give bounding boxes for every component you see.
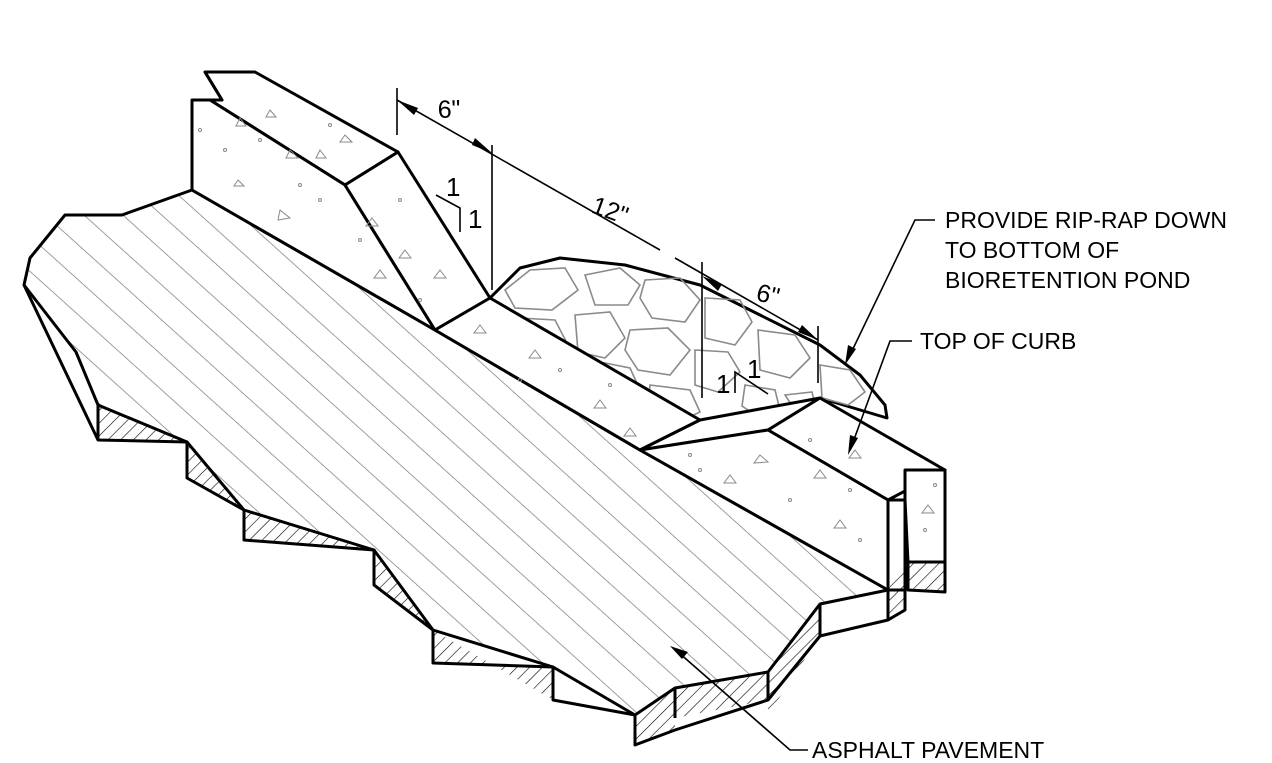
dim-arrow-right-a	[702, 276, 722, 291]
dim-arrow-right-b	[798, 325, 818, 340]
left-curb-aggregate	[198, 109, 447, 302]
asphalt-pavement-label: ASPHALT PAVEMENT	[812, 737, 1044, 763]
right-curb-end-hatch	[906, 560, 947, 594]
asphalt-bottom-edge	[22, 284, 907, 747]
right-curb-aggregate	[688, 438, 937, 542]
slope-right-run: 1	[716, 369, 730, 399]
leader-asphalt	[670, 646, 808, 751]
top-of-curb-label: TOP OF CURB	[920, 328, 1076, 354]
right-curb	[638, 396, 947, 594]
right-curb-slot	[888, 498, 907, 592]
dim-arrow-center	[472, 138, 492, 153]
slope-right-rise: 1	[747, 354, 761, 384]
dim-text-left: 6"	[437, 95, 461, 124]
riprap-note-line-3: BIORETENTION POND	[945, 267, 1190, 293]
riprap-note-line-1: PROVIDE RIP-RAP DOWN	[945, 207, 1227, 233]
asphalt-vertical-edges	[96, 405, 890, 745]
riprap-note-line-2: TO BOTTOM OF	[945, 237, 1119, 263]
slope-left-run: 1	[468, 204, 482, 234]
slope-indicator-right: 1 1	[716, 354, 769, 399]
slope-indicator-left: 1 1	[435, 172, 482, 234]
dim-line-right	[674, 257, 819, 341]
asphalt-slab	[22, 188, 907, 747]
left-curb	[190, 70, 492, 332]
asphalt-cut-face	[24, 285, 905, 745]
right-curb-end-face	[903, 468, 947, 564]
dim-line-main	[396, 99, 661, 251]
slope-triangle-left	[435, 194, 461, 232]
leader-riprap	[845, 219, 935, 365]
slope-left-rise: 1	[446, 172, 460, 202]
opening-aggregate	[473, 324, 637, 437]
dim-text-right: 6"	[754, 279, 783, 312]
slope-triangle-right	[734, 370, 769, 395]
dim-arrow-left	[397, 100, 418, 115]
dimension-lines	[396, 88, 819, 398]
dim-text-middle: 12"	[588, 191, 632, 230]
left-curb-notch	[203, 71, 224, 102]
leader-top-of-curb	[848, 340, 912, 455]
